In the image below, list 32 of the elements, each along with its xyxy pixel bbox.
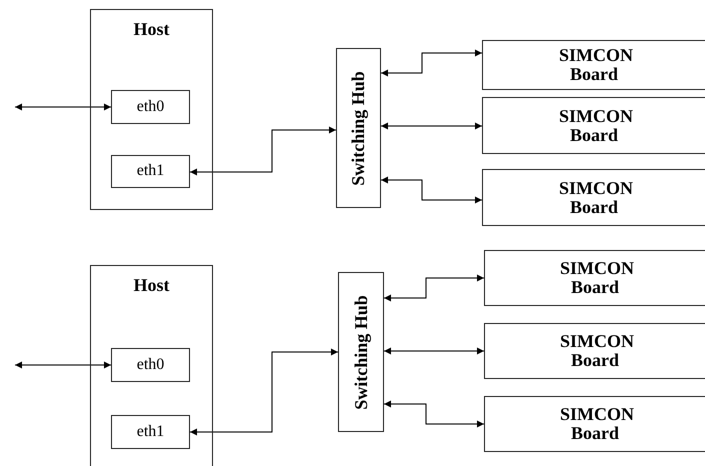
board-box [484, 250, 705, 306]
host-box [90, 265, 213, 466]
port-box [111, 90, 190, 124]
box-heading: Host [134, 276, 170, 295]
connector-arrow [384, 274, 484, 302]
box-label: eth0 [136, 98, 164, 116]
connector-arrow [14, 104, 112, 110]
box-label: eth1 [136, 163, 164, 180]
board-box [484, 323, 705, 379]
hub-box [338, 272, 384, 432]
board-box [484, 396, 705, 452]
board-box [482, 97, 705, 154]
box-label: eth0 [136, 356, 164, 374]
connector-arrow [380, 176, 482, 204]
box-heading: Host [134, 20, 170, 39]
box-label: Switching Hub [352, 294, 370, 410]
connector-arrow [380, 50, 482, 76]
box-label: eth1 [136, 424, 164, 440]
port-box [111, 415, 190, 449]
box-label: Switching Hub [349, 70, 368, 186]
connector-arrow [384, 348, 484, 354]
port-box [111, 155, 190, 188]
board-box [482, 40, 705, 90]
hub-box [336, 48, 381, 208]
connector-arrow [14, 362, 112, 368]
connector-arrow [384, 400, 484, 428]
board-box [482, 169, 705, 226]
connector-arrow [380, 122, 482, 130]
connector-arrow [190, 348, 338, 436]
host-box [90, 9, 213, 210]
port-box [111, 348, 190, 382]
connector-arrow [190, 126, 336, 176]
